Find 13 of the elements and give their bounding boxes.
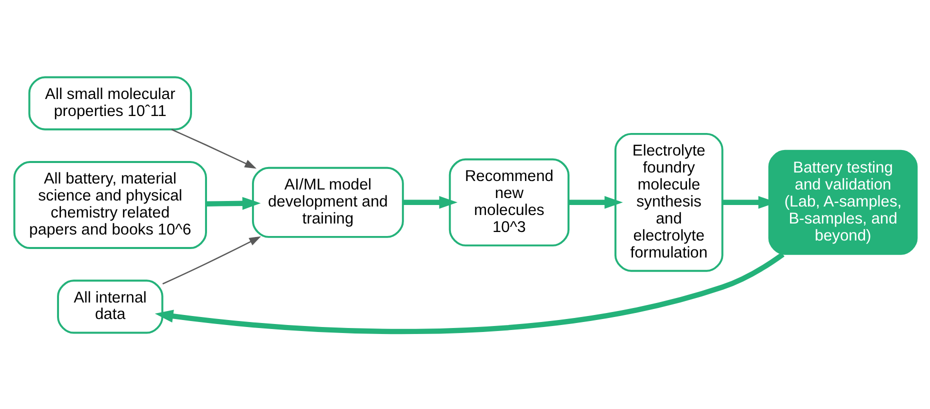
node-box: Electrolyte foundry molecule synthesis and electrolyte formulation — [614, 132, 723, 272]
arrow — [162, 236, 261, 284]
arrow — [170, 128, 256, 168]
arrow — [402, 195, 458, 208]
arrow — [568, 195, 622, 208]
node-box: All small molecular properties 10ˆ11 — [28, 76, 192, 130]
node-box: Recommend new molecules 10^3 — [448, 158, 569, 246]
node-box: Battery testing and validation (Lab, A-samples, B-samples, and beyond) — [768, 149, 918, 254]
arrow — [154, 252, 784, 334]
node-box: All battery, material science and physical chemistry related papers and books 10^6 — [12, 160, 206, 248]
node-box: AI/ML model development and training — [251, 166, 404, 238]
arrow — [206, 196, 260, 210]
node-box: All internal data — [56, 279, 163, 334]
